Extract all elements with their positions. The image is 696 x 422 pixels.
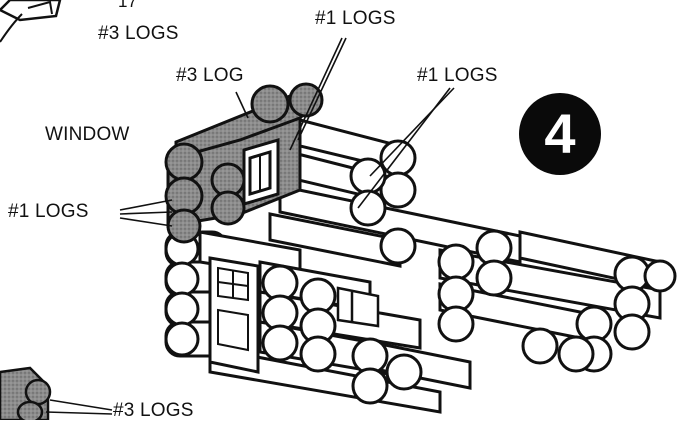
bottom-left-shaded-logs bbox=[0, 366, 52, 420]
top-center-logs-label: #1 LOGS bbox=[315, 8, 396, 29]
window-label: WINDOW bbox=[45, 124, 130, 145]
front-window bbox=[336, 286, 380, 328]
shaded-window-log-block bbox=[164, 82, 324, 244]
leader-lines bbox=[45, 37, 455, 415]
top-left-number-label: 17 bbox=[118, 0, 138, 11]
step-number-badge: 4 bbox=[519, 93, 601, 175]
top-left-logs-label: #3 LOGS bbox=[98, 23, 179, 44]
side-wall-logs bbox=[268, 118, 522, 268]
right-logs-label: #1 LOGS bbox=[417, 65, 498, 86]
center-log-label: #3 LOG bbox=[176, 65, 244, 86]
front-log-ends bbox=[261, 264, 337, 373]
porch-logs bbox=[351, 327, 595, 405]
left-logs-label: #1 LOGS bbox=[8, 201, 89, 222]
door bbox=[208, 256, 260, 374]
bottom-logs-label: #3 LOGS bbox=[113, 400, 194, 421]
top-left-log-fragment bbox=[0, 0, 62, 43]
